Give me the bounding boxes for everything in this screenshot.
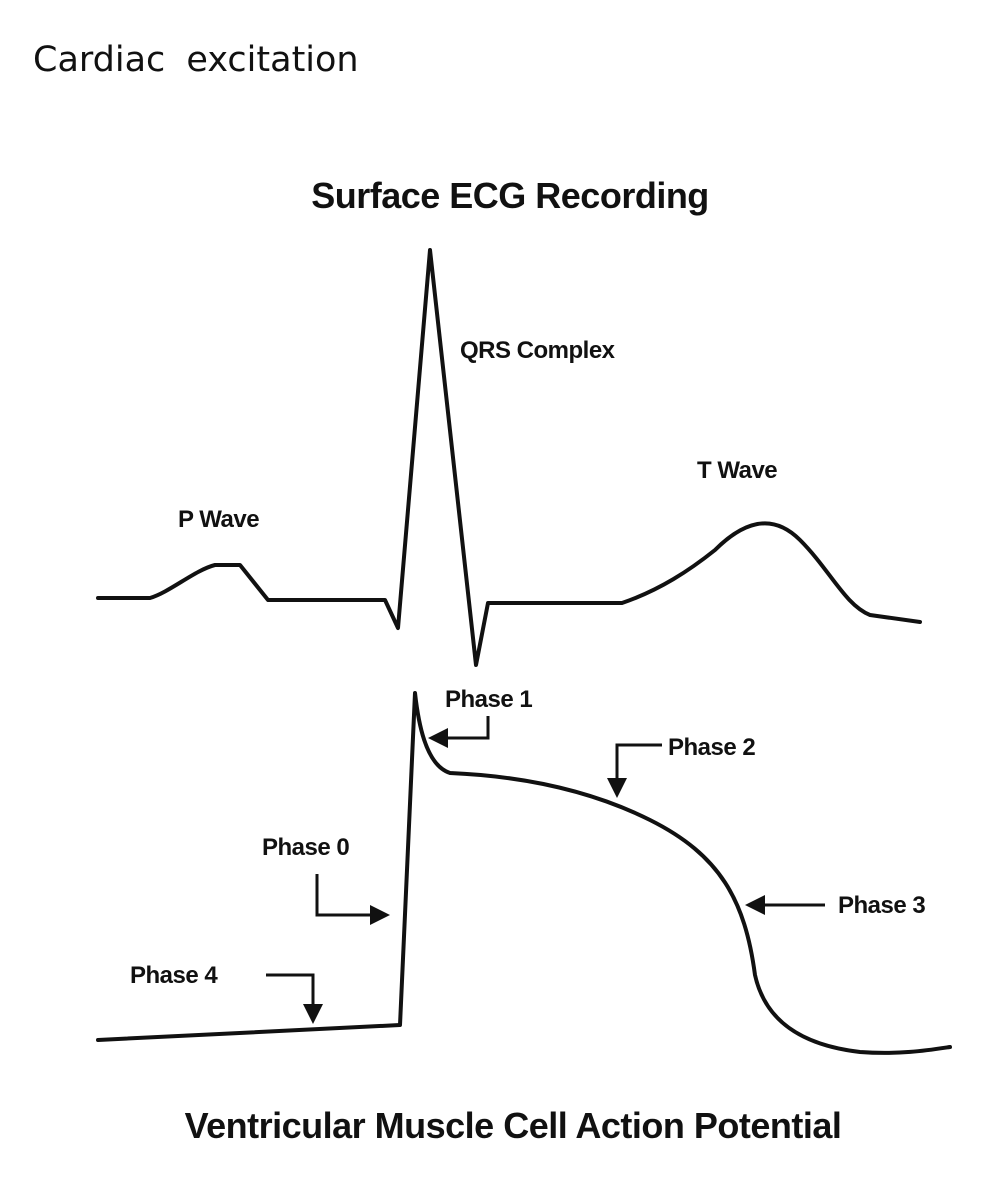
t-wave-label: T Wave <box>697 457 777 484</box>
phase1-annotation: Phase 1 <box>428 686 533 748</box>
page-title: Cardiac excitation <box>33 40 359 80</box>
ecg-trace <box>96 248 922 667</box>
ecg-title: Surface ECG Recording <box>311 175 709 216</box>
phase3-annotation: Phase 3 <box>745 892 926 919</box>
action-potential-title: Ventricular Muscle Cell Action Potential <box>185 1105 842 1146</box>
phase1-arrow-line <box>445 716 490 740</box>
phase4-arrow-line <box>266 973 315 1006</box>
phase1-label: Phase 1 <box>445 686 532 713</box>
phase0-annotation: Phase 0 <box>262 834 390 925</box>
phase2-arrow-line <box>615 743 662 780</box>
p-wave-label: P Wave <box>178 506 259 533</box>
arrow-down-icon <box>303 1004 323 1024</box>
phase4-annotation: Phase 4 <box>130 962 323 1024</box>
arrow-left-icon <box>428 728 448 748</box>
arrow-down-icon <box>607 778 627 798</box>
action-potential-trace <box>96 691 952 1055</box>
phase2-label: Phase 2 <box>668 734 755 761</box>
arrow-left-icon <box>745 895 765 915</box>
phase0-arrow-line <box>315 874 372 917</box>
phase4-label: Phase 4 <box>130 962 218 989</box>
phase0-label: Phase 0 <box>262 834 349 861</box>
arrow-right-icon <box>370 905 390 925</box>
phase2-annotation: Phase 2 <box>607 734 756 798</box>
qrs-complex-label: QRS Complex <box>460 337 616 364</box>
phase3-label: Phase 3 <box>838 892 925 919</box>
